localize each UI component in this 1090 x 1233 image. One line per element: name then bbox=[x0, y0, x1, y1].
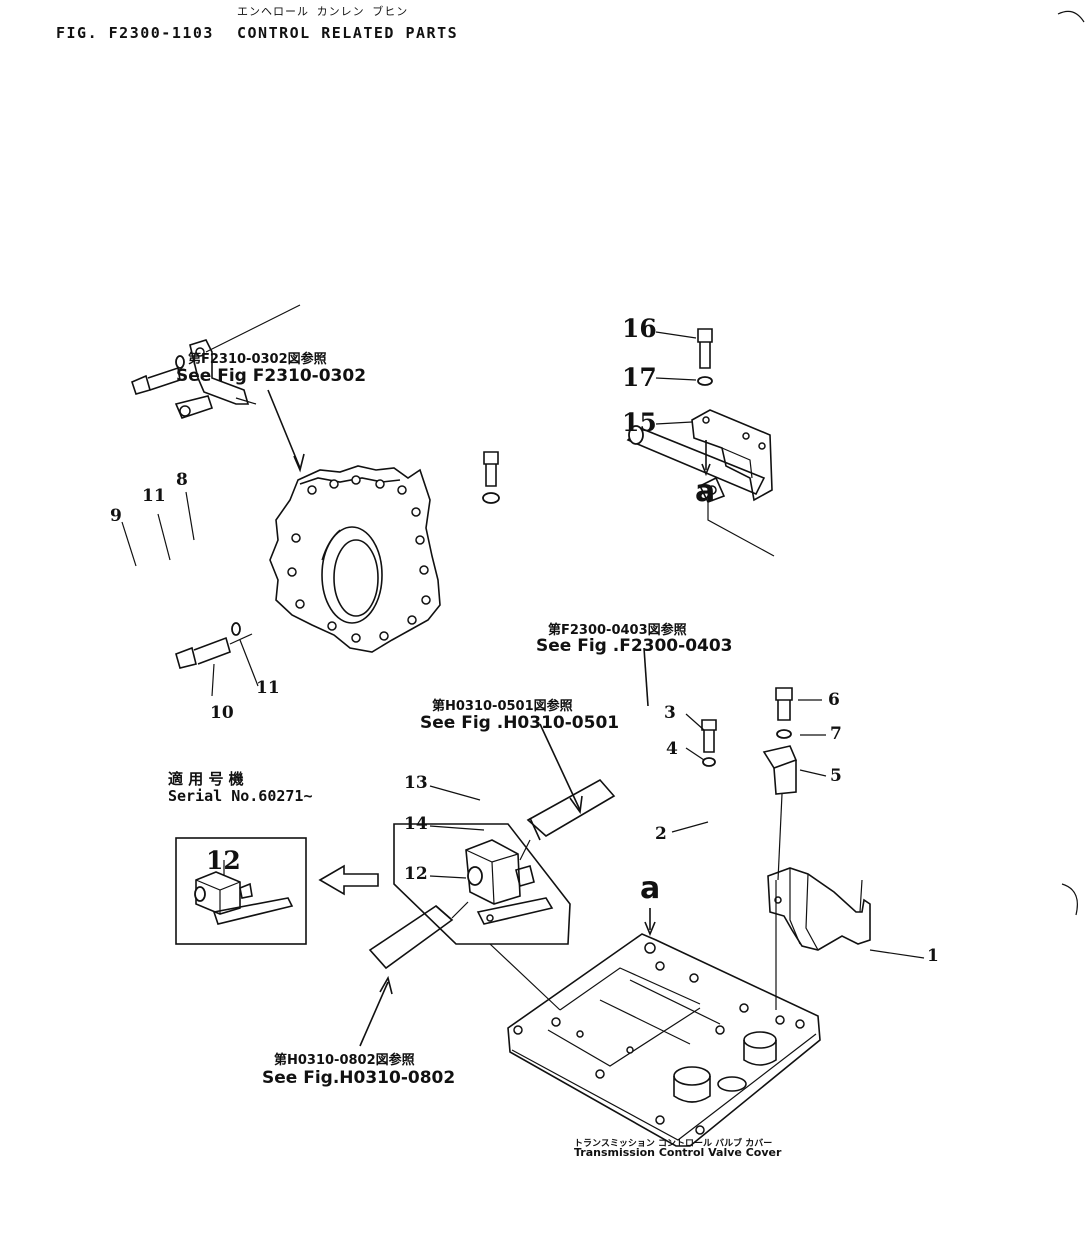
callout-5: 5 bbox=[830, 766, 842, 786]
ref-h0802-en: See Fig.H0310-0802 bbox=[262, 1068, 456, 1088]
arrow-left bbox=[318, 864, 379, 896]
serial-label-jp: 適 用 号 機 bbox=[168, 770, 244, 788]
cover-plate-assembly bbox=[691, 328, 773, 502]
figure-code: FIG. F2300-1103 bbox=[56, 24, 214, 42]
bracket-assembly bbox=[131, 304, 301, 669]
callout-6: 6 bbox=[828, 690, 840, 710]
ref-arrow-h0802 bbox=[359, 981, 389, 1047]
ref-arrow-h0501 bbox=[539, 723, 581, 811]
callout-7: 7 bbox=[830, 724, 842, 744]
solenoid-detail bbox=[194, 860, 294, 925]
ref-h0501-en: See Fig .H0310-0501 bbox=[420, 713, 620, 733]
callout-14: 14 bbox=[404, 814, 428, 834]
letter-a-top: a bbox=[695, 474, 716, 509]
ref-arrow-f2300 bbox=[643, 647, 649, 707]
caption-en: Transmission Control Valve Cover bbox=[574, 1146, 782, 1159]
callout-12: 12 bbox=[404, 864, 428, 884]
ref-h0501-jp: 第H0310-0501図参照 bbox=[432, 699, 573, 714]
callout-2: 2 bbox=[655, 824, 667, 844]
callout-11-upper: 11 bbox=[142, 486, 166, 506]
callout-4: 4 bbox=[666, 739, 678, 759]
pipe-clamp-assembly bbox=[626, 425, 798, 881]
ref-f2310-en: See Fig F2310-0302 bbox=[176, 366, 367, 386]
serial-number: Serial No.60271~ bbox=[168, 787, 313, 805]
ref-arrow-f2310 bbox=[267, 389, 301, 469]
bracket-part-1 bbox=[767, 867, 871, 951]
transmission-housing bbox=[269, 465, 441, 653]
callout-16: 16 bbox=[622, 314, 657, 343]
serial-box-part-12: 12 bbox=[206, 846, 241, 875]
valve-cover bbox=[507, 933, 821, 1147]
ref-f2300-jp: 第F2300-0403図参照 bbox=[548, 623, 687, 638]
callout-11-lower: 11 bbox=[256, 678, 280, 698]
ref-h0802-jp: 第H0310-0802図参照 bbox=[274, 1053, 415, 1068]
ref-f2310-jp: 第F2310-0302図参照 bbox=[188, 352, 327, 367]
serial-box bbox=[175, 837, 307, 945]
callout-15: 15 bbox=[622, 408, 657, 437]
corner-mark bbox=[1057, 10, 1085, 23]
caption-jp: トランスミッション コントロール バルブ カバー bbox=[574, 1139, 773, 1149]
callout-1: 1 bbox=[927, 946, 939, 966]
callout-8: 8 bbox=[176, 470, 188, 490]
figure-title: CONTROL RELATED PARTS bbox=[237, 24, 459, 42]
title-katakana: エンヘロール カンレン ブヒン bbox=[237, 5, 409, 18]
callout-3: 3 bbox=[664, 703, 676, 723]
callout-10: 10 bbox=[210, 703, 234, 723]
callout-17: 17 bbox=[622, 363, 657, 392]
letter-a-mid: a bbox=[640, 871, 661, 906]
callout-9: 9 bbox=[110, 506, 122, 526]
callout-13: 13 bbox=[404, 773, 428, 793]
ref-f2300-en: See Fig .F2300-0403 bbox=[536, 636, 733, 656]
edge-mark bbox=[1061, 883, 1078, 916]
solenoid-assembly bbox=[368, 451, 616, 970]
